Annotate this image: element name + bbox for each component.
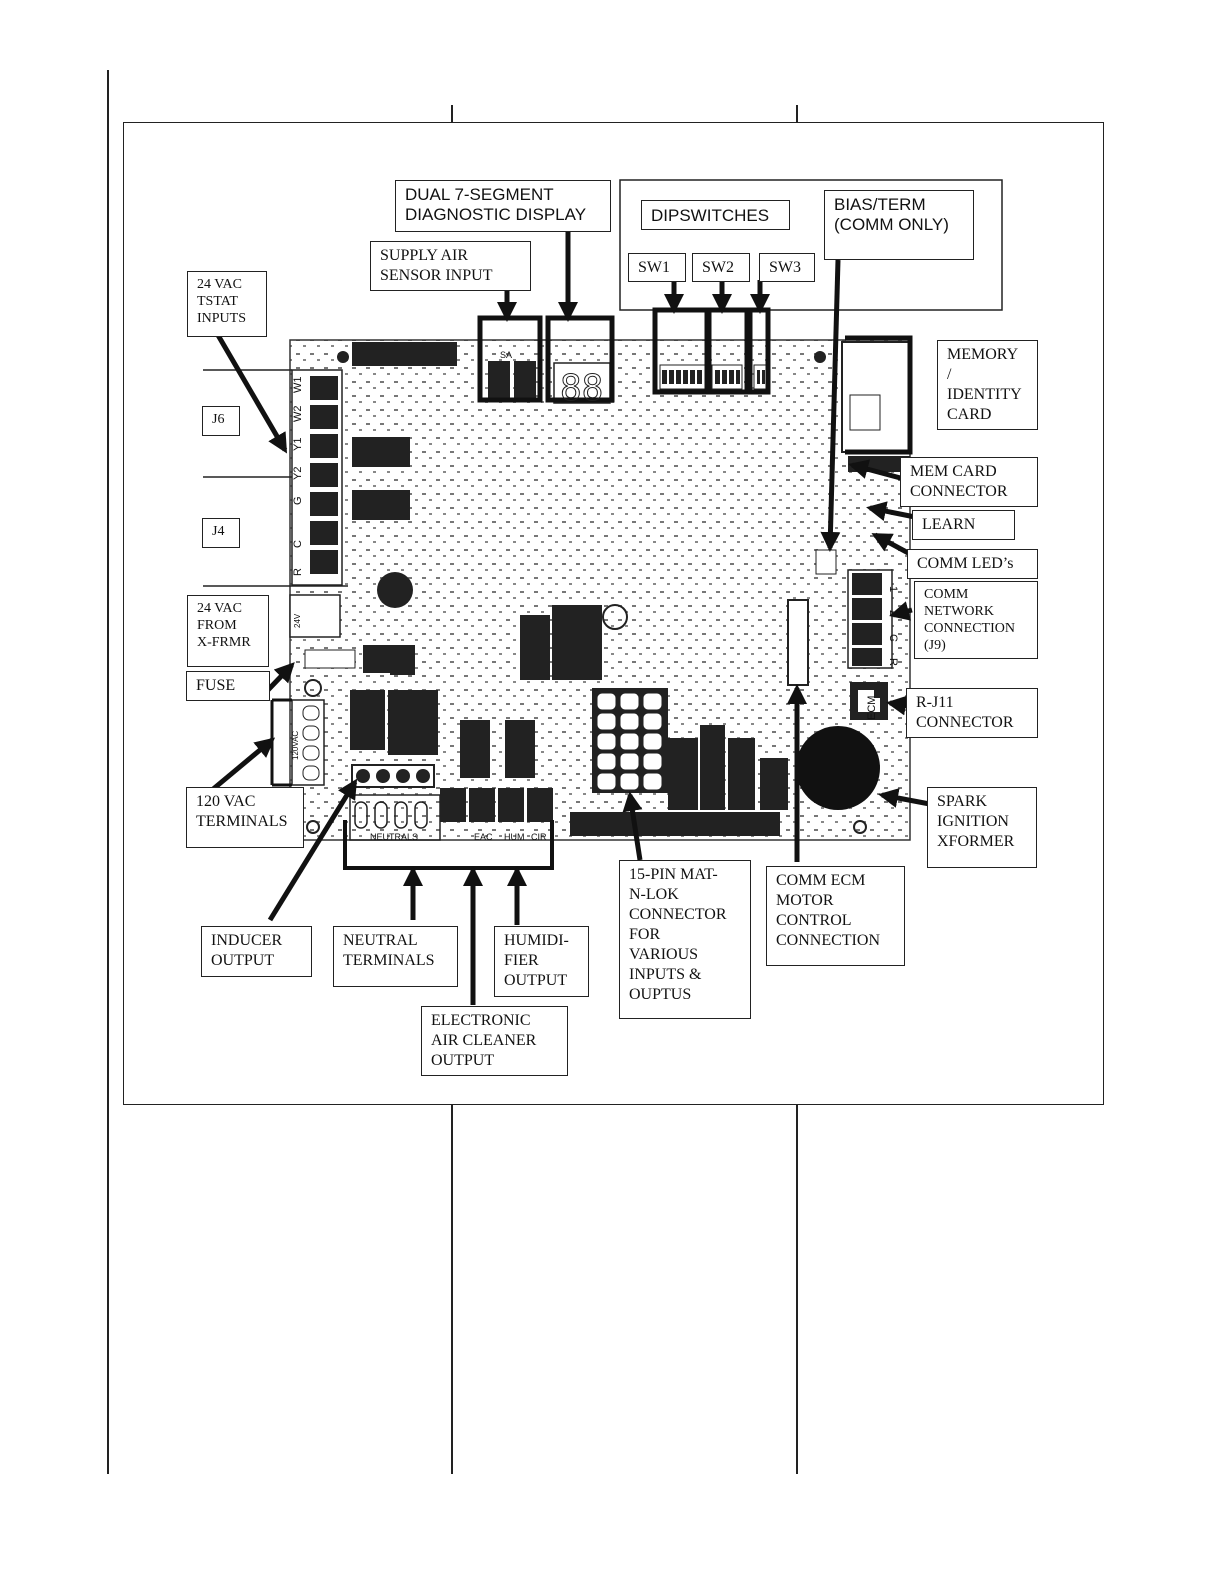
left-margin-rule bbox=[107, 70, 109, 1474]
vac24-label: 24V bbox=[293, 613, 302, 628]
callout-comm-leds: COMM LED’s bbox=[907, 549, 1038, 579]
callout-mem-card-connector: MEM CARD CONNECTOR bbox=[900, 457, 1038, 507]
callout-dual-display: DUAL 7-SEGMENT DIAGNOSTIC DISPLAY bbox=[395, 180, 611, 232]
spark-ignition-transformer bbox=[796, 726, 880, 810]
dipswitch-blocks bbox=[659, 364, 769, 390]
comm-label-c: C bbox=[887, 634, 899, 642]
tstat-label-w2: W2 bbox=[292, 406, 304, 423]
callout-memory-card: MEMORY / IDENTITY CARD bbox=[937, 340, 1038, 430]
tstat-label-y2: Y2 bbox=[292, 467, 304, 480]
callout-humidifier-output: HUMIDI- FIER OUTPUT bbox=[494, 926, 589, 997]
inducer-terminals bbox=[351, 764, 435, 788]
eac-label: EAC bbox=[474, 832, 493, 842]
callout-matnlok: 15-PIN MAT- N-LOK CONNECTOR FOR VARIOUS … bbox=[619, 860, 751, 1019]
comm-label-2: 2 bbox=[887, 610, 899, 616]
callout-rj11: R-J11 CONNECTOR bbox=[906, 688, 1038, 738]
callout-bias-term: BIAS/TERM (COMM ONLY) bbox=[824, 190, 974, 260]
memory-card-slot bbox=[841, 341, 911, 453]
tstat-label-r: R bbox=[292, 568, 304, 576]
column-rule-1-bottom bbox=[451, 1105, 453, 1474]
callout-j6: J6 bbox=[202, 406, 240, 436]
seven-segment-display bbox=[553, 362, 611, 404]
accessory-terminals bbox=[440, 788, 553, 822]
neutrals-label: NEUTRALS bbox=[370, 832, 418, 842]
callout-dipswitches: DIPSWITCHES bbox=[641, 200, 790, 230]
column-rule-1-top bbox=[451, 105, 453, 122]
comm-label-1: 1 bbox=[887, 586, 899, 592]
display-digits: 88 bbox=[560, 368, 603, 409]
tstat-label-g: G bbox=[292, 496, 304, 505]
bottom-strip bbox=[570, 812, 780, 836]
callout-fuse: FUSE bbox=[186, 671, 270, 701]
callout-sw2: SW2 bbox=[692, 253, 750, 282]
callout-sw1: SW1 bbox=[628, 253, 686, 282]
callout-tstat-inputs: 24 VAC TSTAT INPUTS bbox=[187, 271, 267, 337]
callout-24vac-xfrmr: 24 VAC FROM X-FRMR bbox=[187, 595, 269, 667]
callout-eac-output: ELECTRONIC AIR CLEANER OUTPUT bbox=[421, 1006, 568, 1076]
callout-inducer-output: INDUCER OUTPUT bbox=[201, 926, 312, 977]
tstat-label-y1: Y1 bbox=[292, 438, 304, 451]
comm-terminal-block bbox=[847, 569, 893, 669]
hum-label: HUM bbox=[504, 832, 525, 842]
relays bbox=[350, 437, 788, 810]
callout-ecm-motor: COMM ECM MOTOR CONTROL CONNECTION bbox=[766, 866, 905, 966]
tstat-label-w1: W1 bbox=[292, 377, 304, 394]
callout-120vac-terminals: 120 VAC TERMINALS bbox=[186, 787, 304, 848]
tstat-terminal-block bbox=[291, 369, 343, 586]
tstat-label-c: C bbox=[292, 540, 304, 548]
comm-label-r: R bbox=[887, 658, 899, 666]
callout-learn: LEARN bbox=[912, 510, 1015, 540]
callout-neutral-terminals: NEUTRAL TERMINALS bbox=[333, 926, 458, 987]
callout-spark-ignition: SPARK IGNITION XFORMER bbox=[927, 787, 1037, 868]
ecm-label: ECM bbox=[866, 696, 878, 720]
callout-j4: J4 bbox=[202, 518, 240, 548]
vac120-terminal-block bbox=[291, 699, 325, 786]
capacitor bbox=[377, 572, 413, 608]
top-header-strip bbox=[352, 342, 457, 366]
column-rule-2-bottom bbox=[796, 1105, 798, 1474]
sa-label: SA bbox=[500, 350, 512, 360]
vac120-label: 120VAC bbox=[291, 731, 300, 760]
callout-sw3: SW3 bbox=[759, 253, 815, 282]
column-rule-2-top bbox=[796, 105, 798, 122]
callout-comm-network: COMM NETWORK CONNECTION (J9) bbox=[914, 581, 1038, 659]
callout-supply-air: SUPPLY AIR SENSOR INPUT bbox=[370, 241, 531, 291]
mate-n-lok-connector bbox=[592, 688, 668, 793]
figure-frame bbox=[123, 122, 1104, 1105]
ecm-connector bbox=[787, 599, 809, 686]
cir-label: CIR bbox=[531, 832, 547, 842]
